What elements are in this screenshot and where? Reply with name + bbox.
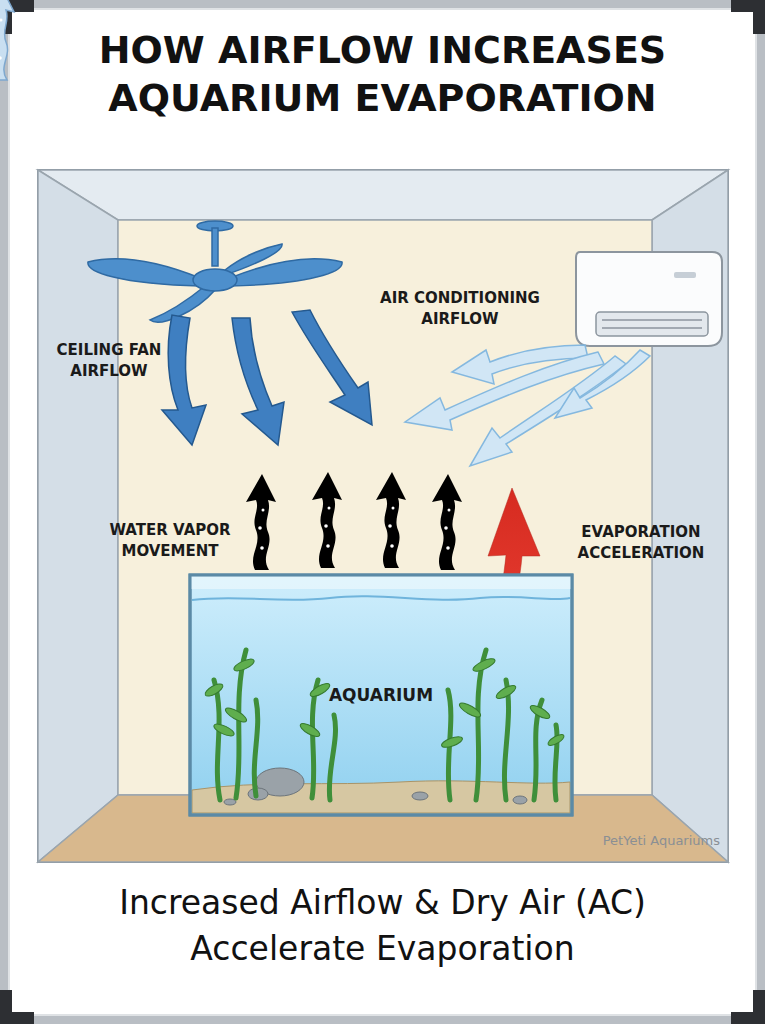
watermark: PetYeti Aquariums [520,832,720,850]
evaporation-label: EVAPORATION ACCELERATION [556,522,726,564]
aquarium-tank: AQUARIUM [190,575,572,815]
airflow-label: CEILING FAN AIRFLOW [44,340,174,382]
title: HOW AIRFLOW INCREASES AQUARIUM EVAPORATI… [60,26,705,122]
vapor-label: WATER VAPOR MOVEMENT [100,520,240,562]
airflow-label: AIR CONDITIONING AIRFLOW [360,288,560,330]
caption: Increased Airflow & Dry Air (AC) Acceler… [40,880,725,972]
tank-label: AQUARIUM [329,685,433,705]
